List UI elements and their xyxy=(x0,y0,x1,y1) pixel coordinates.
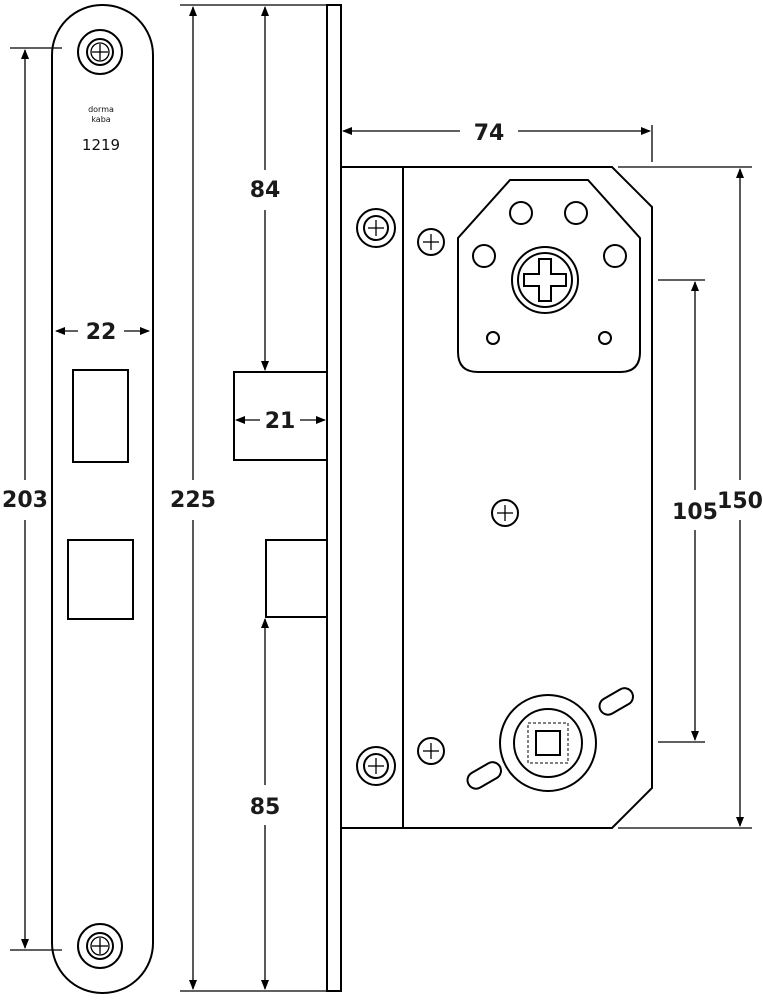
dead-bolt xyxy=(265,539,328,618)
case-top-screw-icon xyxy=(356,208,396,248)
total-height-dimension: 225 xyxy=(170,4,330,992)
cylinder-mount-plate xyxy=(457,179,641,373)
faceplate-bolt-opening xyxy=(67,539,134,620)
backset-dimension: 74 xyxy=(342,121,653,162)
faceplate-top-screw-icon xyxy=(77,29,123,75)
upper-to-latch-dimension: 84 xyxy=(250,6,281,371)
upper-slot xyxy=(598,687,634,716)
mount-hole-icon xyxy=(564,201,588,225)
lock-case-body xyxy=(340,166,653,829)
faceplate-height-dimension: 203 xyxy=(2,47,62,951)
forend-plate xyxy=(326,4,342,992)
faceplate-latch-opening xyxy=(72,369,129,463)
lower-to-bolt-label: 85 xyxy=(250,795,281,820)
cross-spindle-icon xyxy=(511,246,579,314)
lower-slot xyxy=(466,761,502,790)
mount-hole-icon xyxy=(486,331,500,345)
latch-depth-dimension: 21 xyxy=(235,409,326,434)
latch-depth-label: 21 xyxy=(265,409,296,434)
centre-distance-label: 105 xyxy=(672,500,718,525)
case-bottom-screw-icon xyxy=(356,746,396,786)
faceplate-height-label: 203 xyxy=(2,488,48,513)
mount-hole-icon xyxy=(509,201,533,225)
faceplate-bottom-screw-icon xyxy=(77,923,123,969)
square-follower-icon xyxy=(499,694,597,792)
model-number: 1219 xyxy=(82,136,120,154)
faceplate-width-dimension: 22 xyxy=(55,320,150,345)
rivet-top-icon xyxy=(417,228,445,256)
mount-hole-icon xyxy=(603,244,627,268)
faceplate-width-label: 22 xyxy=(86,320,117,345)
latch-bolt xyxy=(233,371,328,461)
lock-side-view: 84 21 85 xyxy=(233,4,653,992)
brand-name-line2: kaba xyxy=(91,115,110,124)
brand-name-line1: dorma xyxy=(88,105,114,114)
centre-distance-dimension: 105 xyxy=(658,279,718,743)
faceplate-front-view: dorma kaba 1219 22 xyxy=(51,4,154,994)
case-height-dimension: 150 xyxy=(618,166,763,829)
mount-hole-icon xyxy=(598,331,612,345)
case-height-label: 150 xyxy=(717,489,763,514)
faceplate-outline xyxy=(51,4,154,994)
upper-to-latch-label: 84 xyxy=(250,178,281,203)
total-height-label: 225 xyxy=(170,488,216,513)
mount-hole-icon xyxy=(472,244,496,268)
rivet-bottom-icon xyxy=(417,737,445,765)
lower-to-bolt-dimension: 85 xyxy=(250,618,281,990)
backset-label: 74 xyxy=(474,121,505,146)
rivet-middle-icon xyxy=(491,499,519,527)
